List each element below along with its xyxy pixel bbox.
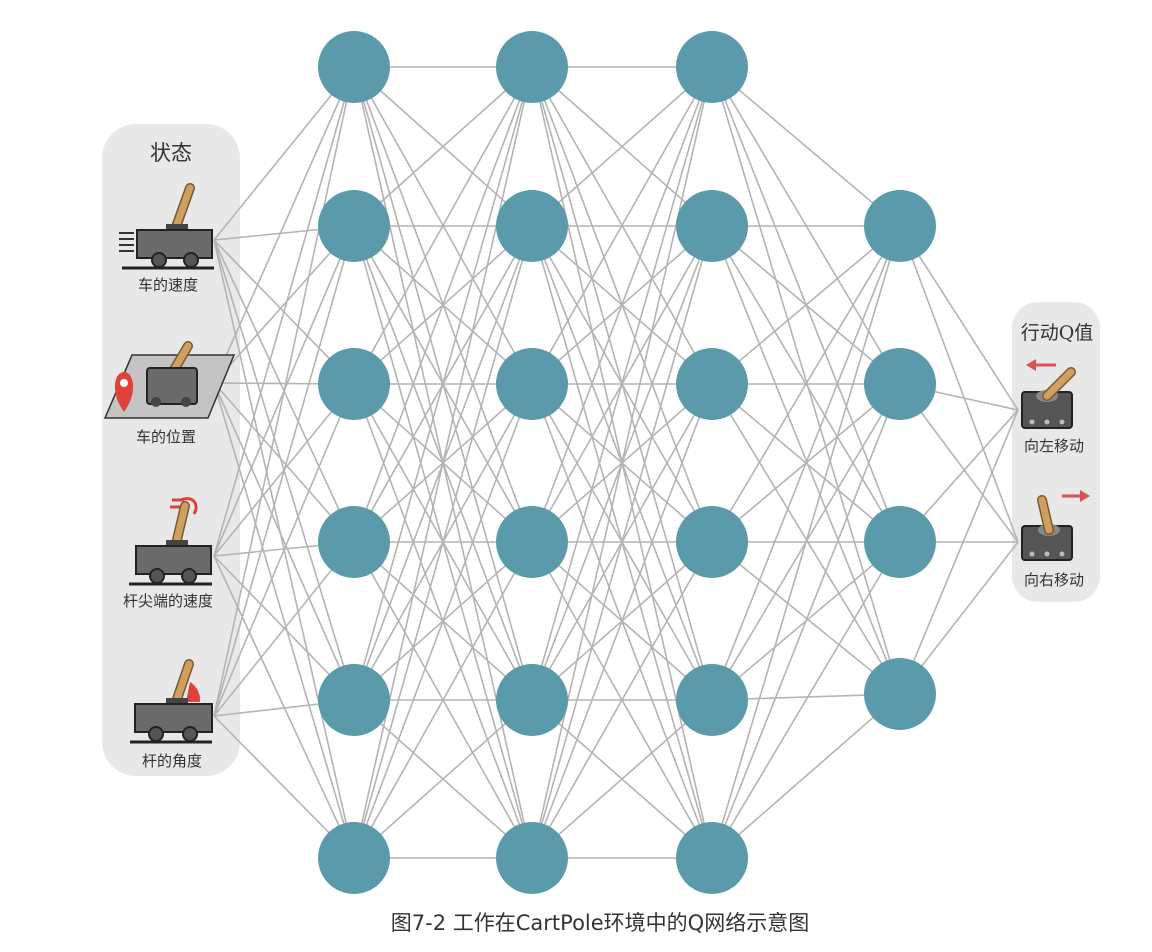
hidden-edge xyxy=(711,693,901,859)
neuron-layer3-2 xyxy=(676,190,748,262)
neuron-layer1-5 xyxy=(318,664,390,736)
neuron-layer2-2 xyxy=(496,190,568,262)
state-panel xyxy=(102,124,240,776)
input-edge xyxy=(213,66,355,717)
neuron-layer3-1 xyxy=(676,31,748,103)
hidden-edge xyxy=(531,66,713,385)
hidden-edge xyxy=(353,541,533,859)
input-edge xyxy=(213,382,355,859)
move-right-icon xyxy=(1021,490,1090,561)
action-label-move-left: 向左移动 xyxy=(1024,437,1084,455)
cart-velocity-icon xyxy=(119,183,214,270)
input-edge xyxy=(213,541,355,717)
cart-position-icon xyxy=(103,341,236,419)
hidden-edge xyxy=(531,225,713,859)
hidden-edge xyxy=(353,66,533,385)
hidden-edge xyxy=(353,66,533,701)
hidden-edge xyxy=(531,699,713,859)
neuron-layer3-6 xyxy=(676,822,748,894)
neuron-layer1-2 xyxy=(318,190,390,262)
hidden-edge xyxy=(711,225,901,859)
state-panel-title: 状态 xyxy=(150,141,192,165)
input-edge xyxy=(213,225,355,717)
hidden-edge xyxy=(531,383,713,859)
hidden-edge xyxy=(711,225,901,543)
neuron-layer3-4 xyxy=(676,506,748,578)
neuron-layer4-2 xyxy=(864,348,936,420)
input-edge xyxy=(213,382,355,701)
action-label-move-right: 向右移动 xyxy=(1024,571,1084,589)
hidden-edge xyxy=(353,66,533,859)
neuron-layer4-1 xyxy=(864,190,936,262)
pole-tip-velocity-icon xyxy=(129,497,212,586)
hidden-edge xyxy=(353,66,533,227)
neuron-layer2-4 xyxy=(496,506,568,578)
input-edge xyxy=(213,383,355,717)
hidden-edge xyxy=(711,225,901,385)
hidden-edge xyxy=(531,66,713,859)
move-left-icon xyxy=(1021,359,1076,429)
hidden-edge xyxy=(531,66,713,543)
hidden-edge xyxy=(531,541,713,859)
neuron-layer3-3 xyxy=(676,348,748,420)
neuron-layer1-3 xyxy=(318,348,390,420)
input-edge xyxy=(213,66,355,384)
hidden-edge xyxy=(711,383,901,695)
neuron-layer1-1 xyxy=(318,31,390,103)
hidden-edge xyxy=(711,225,901,695)
neuron-layer2-1 xyxy=(496,31,568,103)
state-label-cart-position: 车的位置 xyxy=(136,428,196,446)
neuron-layer4-4 xyxy=(864,658,936,730)
neuron-layer1-4 xyxy=(318,506,390,578)
state-label-pole-angle: 杆的角度 xyxy=(142,752,202,770)
hidden-edge xyxy=(711,66,901,695)
output-edge xyxy=(899,409,1019,695)
state-label-cart-velocity: 车的速度 xyxy=(138,276,198,294)
hidden-edge xyxy=(353,225,533,859)
figure-caption: 图7-2 工作在CartPole环境中的Q网络示意图 xyxy=(391,911,809,935)
input-edge xyxy=(213,66,355,241)
neuron-layer1-6 xyxy=(318,822,390,894)
hidden-edge xyxy=(711,541,901,695)
hidden-edge xyxy=(531,66,713,227)
hidden-edge xyxy=(531,66,713,701)
action-panel-title: 行动Q值 xyxy=(1021,322,1094,344)
connection-lines xyxy=(213,66,1019,859)
neuron-layer2-6 xyxy=(496,822,568,894)
hidden-edge xyxy=(353,383,533,859)
neuron-layer3-5 xyxy=(676,664,748,736)
hidden-edge xyxy=(711,541,901,859)
output-edge xyxy=(899,225,1019,411)
neuron-layer4-3 xyxy=(864,506,936,578)
hidden-edge xyxy=(353,66,533,543)
neuron-layer2-5 xyxy=(496,664,568,736)
output-edge xyxy=(899,225,1019,543)
pole-angle-icon xyxy=(130,659,213,744)
hidden-edge xyxy=(711,383,901,859)
hidden-edge xyxy=(711,225,901,701)
hidden-edge xyxy=(711,66,901,227)
hidden-edge xyxy=(353,699,533,859)
network-nodes xyxy=(318,31,936,894)
state-label-pole-tip-velocity: 杆尖端的速度 xyxy=(123,592,213,610)
input-edge xyxy=(213,66,355,557)
neuron-layer2-3 xyxy=(496,348,568,420)
